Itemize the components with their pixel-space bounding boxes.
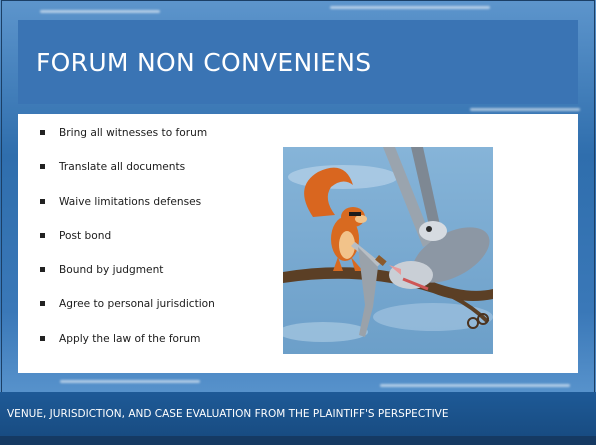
bullet-text: Apply the law of the forum	[59, 332, 201, 345]
bullet-square-icon	[40, 198, 45, 204]
bullet-list: Bring all witnesses to forum Translate a…	[40, 126, 215, 366]
bullet-square-icon	[40, 301, 45, 307]
bullet-text: Post bond	[59, 229, 112, 242]
bullet-item: Post bond	[40, 229, 215, 263]
bullet-square-icon	[40, 232, 45, 238]
footer-text: VENUE, JURISDICTION, AND CASE EVALUATION…	[7, 408, 449, 420]
bullet-item: Bound by judgment	[40, 263, 215, 297]
background-streak	[60, 380, 200, 383]
background-streak	[470, 108, 580, 111]
slide-title: FORUM NON CONVENIENS	[36, 47, 372, 77]
bullet-item: Waive limitations defenses	[40, 195, 215, 229]
bullet-item: Translate all documents	[40, 160, 215, 194]
bullet-item: Bring all witnesses to forum	[40, 126, 215, 160]
bottom-strip	[0, 436, 596, 445]
footer-bar: VENUE, JURISDICTION, AND CASE EVALUATION…	[0, 392, 596, 436]
bullet-square-icon	[40, 130, 45, 135]
background-streak	[380, 384, 570, 387]
content-box: Bring all witnesses to forum Translate a…	[18, 114, 578, 373]
cartoon-illustration	[283, 147, 493, 354]
cartoon-squirrel-sawing-branch-image	[283, 147, 493, 354]
bullet-text: Bound by judgment	[59, 264, 164, 277]
bullet-square-icon	[40, 267, 45, 273]
bullet-text: Bring all witnesses to forum	[59, 127, 208, 139]
background-streak	[40, 10, 160, 13]
bullet-text: Translate all documents	[59, 161, 186, 174]
bullet-item: Apply the law of the forum	[40, 332, 215, 366]
bullet-text: Agree to personal jurisdiction	[59, 298, 215, 311]
background-streak	[330, 6, 490, 9]
bullet-item: Agree to personal jurisdiction	[40, 297, 215, 331]
bullet-text: Waive limitations defenses	[59, 195, 202, 208]
title-bar: FORUM NON CONVENIENS	[18, 20, 578, 104]
bullet-square-icon	[40, 164, 45, 170]
bullet-square-icon	[40, 335, 45, 341]
